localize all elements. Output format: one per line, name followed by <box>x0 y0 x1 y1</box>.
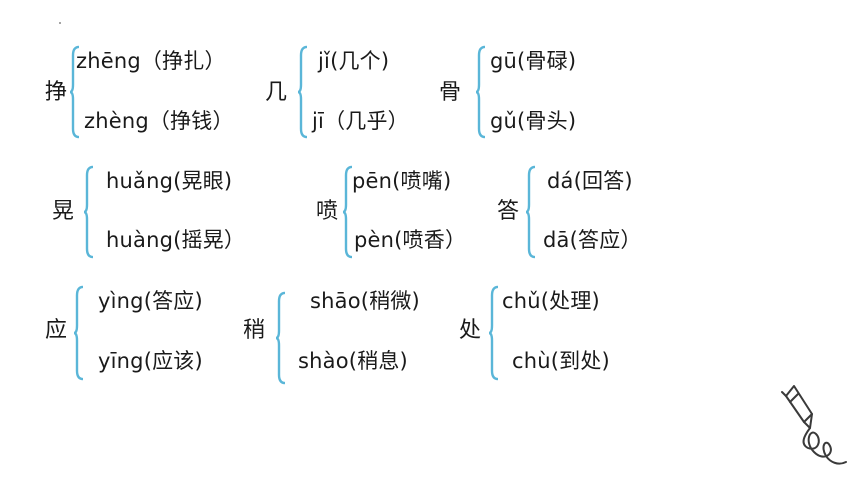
entry-brace <box>298 46 308 138</box>
entry-reading: zhèng（挣钱） <box>84 109 234 133</box>
entry-reading: dá(回答) <box>547 169 633 193</box>
entry-reading: yīng(应该) <box>98 349 203 373</box>
speck <box>59 22 61 24</box>
entry-reading: pèn(喷香） <box>354 228 467 252</box>
entry-reading: shào(稍息) <box>298 349 408 373</box>
entry-reading: chǔ(处理) <box>502 289 600 313</box>
entry-brace <box>74 286 84 380</box>
entry-reading: yìng(答应) <box>98 289 203 313</box>
entry-char: 挣 <box>45 80 68 105</box>
entry-char: 答 <box>497 199 520 224</box>
entry-reading: jǐ(几个) <box>318 49 390 73</box>
entry-char: 稍 <box>243 318 266 343</box>
entry-reading: jī（几乎） <box>312 109 409 133</box>
entry-brace <box>343 166 353 258</box>
entry-reading: zhēng（挣扎） <box>76 49 226 73</box>
entry-reading: chù(到处) <box>512 349 610 373</box>
entry-reading: huǎng(晃眼) <box>106 169 233 193</box>
entry-brace <box>70 46 80 138</box>
entry-reading: gū(骨碌) <box>490 49 577 73</box>
pen-scribble-icon <box>774 382 850 470</box>
entry-reading: huàng(摇晃） <box>106 228 246 252</box>
entry-reading: gǔ(骨头) <box>490 109 577 133</box>
entry-char: 应 <box>45 318 68 343</box>
entry-char: 喷 <box>316 199 339 224</box>
entry-char: 处 <box>459 318 482 343</box>
entry-brace <box>276 292 286 384</box>
entry-char: 几 <box>265 80 288 105</box>
entry-brace <box>476 46 486 138</box>
entry-reading: pēn(喷嘴) <box>352 169 452 193</box>
entry-brace <box>526 166 536 258</box>
entry-brace <box>84 166 94 258</box>
entry-char: 晃 <box>52 199 75 224</box>
entry-reading: dā(答应） <box>543 228 642 252</box>
entry-char: 骨 <box>439 80 462 105</box>
entry-reading: shāo(稍微) <box>310 289 420 313</box>
entry-brace <box>489 286 499 380</box>
